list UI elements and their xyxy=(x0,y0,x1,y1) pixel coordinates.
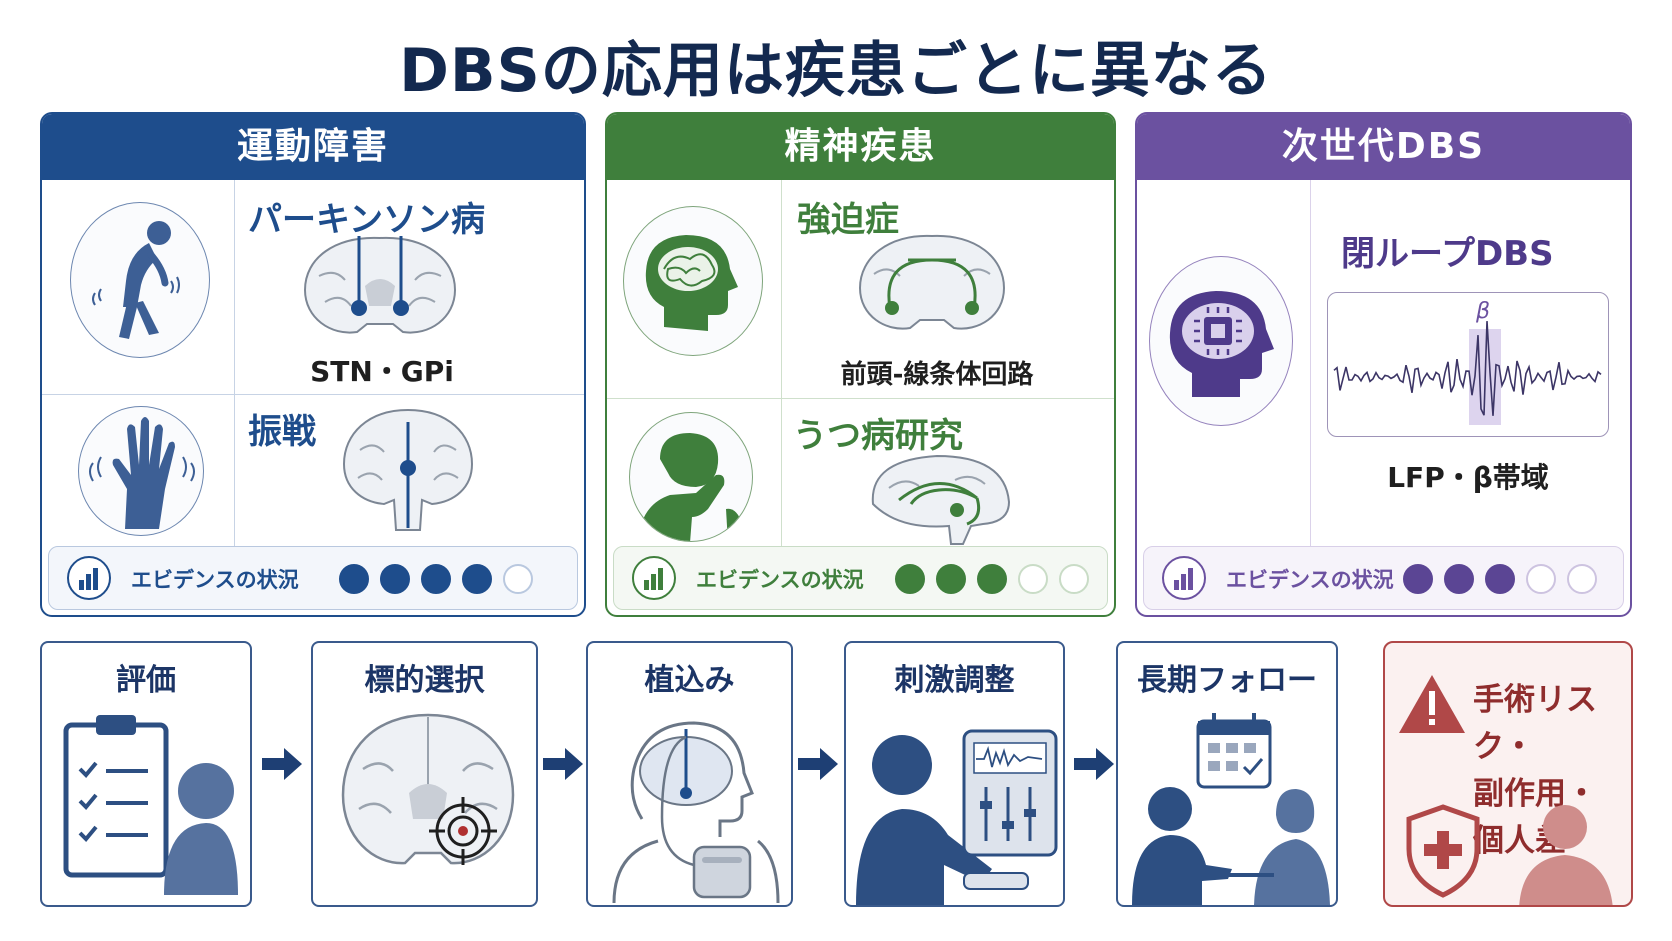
target-caption-stn-gpi: STN・GPi xyxy=(310,355,454,388)
step-label: 植込み xyxy=(644,663,735,698)
tangled-thoughts-head-icon xyxy=(623,206,763,356)
shield-cross-icon xyxy=(1403,803,1483,903)
evidence-dot-filled xyxy=(1444,564,1474,594)
panel-psychiatric: 精神疾患 強迫症 前頭-線条体回路 うつ病研究 xyxy=(605,112,1116,617)
person-icon xyxy=(1513,793,1623,905)
brain-coronal-icon xyxy=(295,232,465,346)
panel-next-gen: 次世代DBS 閉ループDBS β LFP・β帯域 エビデンスの状況 xyxy=(1135,112,1632,617)
evidence-dot-empty xyxy=(1526,564,1556,594)
arrow-right-icon xyxy=(541,746,585,782)
warning-icon xyxy=(1397,673,1467,739)
arrow-right-icon xyxy=(1072,746,1116,782)
divider xyxy=(42,394,584,395)
bar-chart-icon xyxy=(67,556,111,600)
chip-head-icon xyxy=(1149,256,1293,426)
evidence-bar-psychiatric: エビデンスの状況 xyxy=(613,546,1108,610)
evidence-dot-empty xyxy=(1018,564,1048,594)
page-title: DBSの応用は疾患ごとに異なる xyxy=(399,36,1273,106)
evidence-dot-empty xyxy=(1567,564,1597,594)
brain-target-icon xyxy=(335,709,521,893)
beta-marker-label: β xyxy=(1476,299,1491,324)
condition-label-closed-loop: 閉ループDBS xyxy=(1341,234,1554,274)
evidence-bar-next-gen: エビデンスの状況 xyxy=(1143,546,1624,610)
evidence-label: エビデンスの状況 xyxy=(131,568,299,592)
evidence-dot-filled xyxy=(380,564,410,594)
evidence-dot-empty xyxy=(503,564,533,594)
panel-motor: 運動障害 パーキンソン病 STN・GPi xyxy=(40,112,586,617)
step-target-selection: 標的選択 xyxy=(311,641,538,907)
divider xyxy=(781,180,782,554)
step-label: 評価 xyxy=(116,663,176,698)
evidence-dot-filled xyxy=(421,564,451,594)
evidence-dot-filled xyxy=(936,564,966,594)
bar-chart-icon xyxy=(632,556,676,600)
depressed-person-icon xyxy=(629,412,753,542)
panel-header-motor: 運動障害 xyxy=(42,114,584,180)
evidence-dot-filled xyxy=(339,564,369,594)
bar-chart-icon xyxy=(1162,556,1206,600)
step-label: 長期フォロー xyxy=(1137,663,1317,698)
programmer-device-icon xyxy=(852,705,1062,905)
evidence-dot-filled xyxy=(895,564,925,594)
calendar-consult-icon xyxy=(1128,705,1332,905)
evidence-dot-empty xyxy=(1059,564,1089,594)
lfp-waveform-panel: β xyxy=(1327,292,1609,437)
risk-box: 手術リスク・ 副作用・ 個人差 xyxy=(1383,641,1633,907)
stooped-person-icon xyxy=(70,202,210,358)
step-implantation: 植込み xyxy=(586,641,793,907)
risk-text: 手術リスク・ 副作用・ 個人差 xyxy=(1473,677,1631,865)
brain-sagittal-icon xyxy=(859,446,1019,550)
arrow-right-icon xyxy=(260,746,304,782)
evidence-label: エビデンスの状況 xyxy=(1226,568,1394,592)
evidence-label: エビデンスの状況 xyxy=(696,568,864,592)
divider xyxy=(234,180,235,554)
panel-header-psychiatric: 精神疾患 xyxy=(607,114,1114,180)
implant-body-icon xyxy=(602,707,782,905)
evidence-dot-filled xyxy=(1403,564,1433,594)
step-stimulation-adjustment: 刺激調整 xyxy=(844,641,1065,907)
target-caption-circuit: 前頭-線条体回路 xyxy=(840,360,1034,390)
step-long-term-follow-up: 長期フォロー xyxy=(1116,641,1338,907)
panel-header-next-gen: 次世代DBS xyxy=(1137,114,1630,180)
risk-line: 手術リスク・ xyxy=(1473,682,1597,765)
brain-circuit-icon xyxy=(852,230,1012,344)
risk-line: 副作用・ xyxy=(1473,776,1597,812)
step-label: 刺激調整 xyxy=(894,663,1015,698)
evidence-bar-motor: エビデンスの状況 xyxy=(48,546,578,610)
arrow-right-icon xyxy=(796,746,840,782)
step-label: 標的選択 xyxy=(364,663,485,698)
brain-coronal-icon xyxy=(338,404,478,538)
condition-label-tremor: 振戦 xyxy=(248,412,316,452)
trembling-hand-icon xyxy=(78,406,204,536)
divider xyxy=(607,398,1114,399)
clipboard-checklist-icon xyxy=(60,705,240,899)
step-evaluation: 評価 xyxy=(40,641,252,907)
evidence-dot-filled xyxy=(462,564,492,594)
evidence-dot-filled xyxy=(1485,564,1515,594)
condition-label-parkinson: パーキンソン病 xyxy=(248,200,485,240)
evidence-dot-filled xyxy=(977,564,1007,594)
divider xyxy=(1310,180,1311,554)
condition-label-depression: うつ病研究 xyxy=(793,416,963,456)
condition-label-ocd: 強迫症 xyxy=(797,200,899,240)
target-caption-lfp: LFP・β帯域 xyxy=(1387,461,1549,494)
